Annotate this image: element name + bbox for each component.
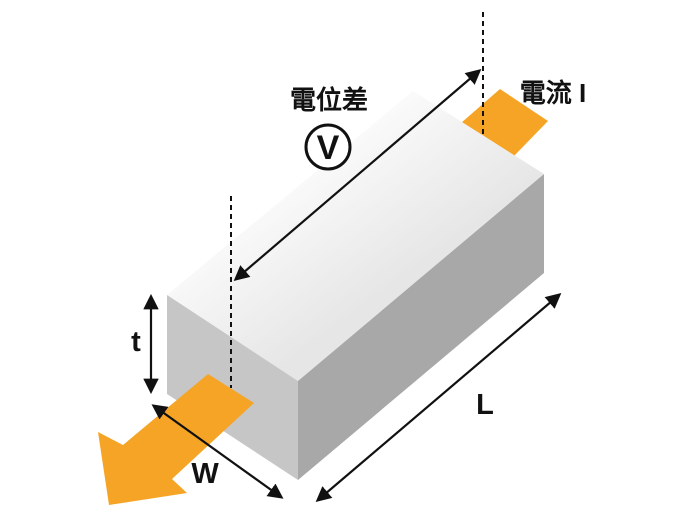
voltmeter-symbol: V bbox=[317, 129, 340, 167]
potential-difference-label: 電位差 bbox=[290, 85, 368, 115]
w-label: W bbox=[191, 458, 219, 490]
w-dimension-arrow bbox=[151, 404, 284, 499]
voltage-span-arrow bbox=[233, 68, 482, 282]
l-label: L bbox=[476, 389, 494, 421]
t-label: t bbox=[131, 326, 141, 358]
current-label: 電流 I bbox=[520, 78, 586, 108]
voltmeter-circle bbox=[304, 123, 352, 171]
l-dimension-arrow bbox=[315, 293, 562, 502]
